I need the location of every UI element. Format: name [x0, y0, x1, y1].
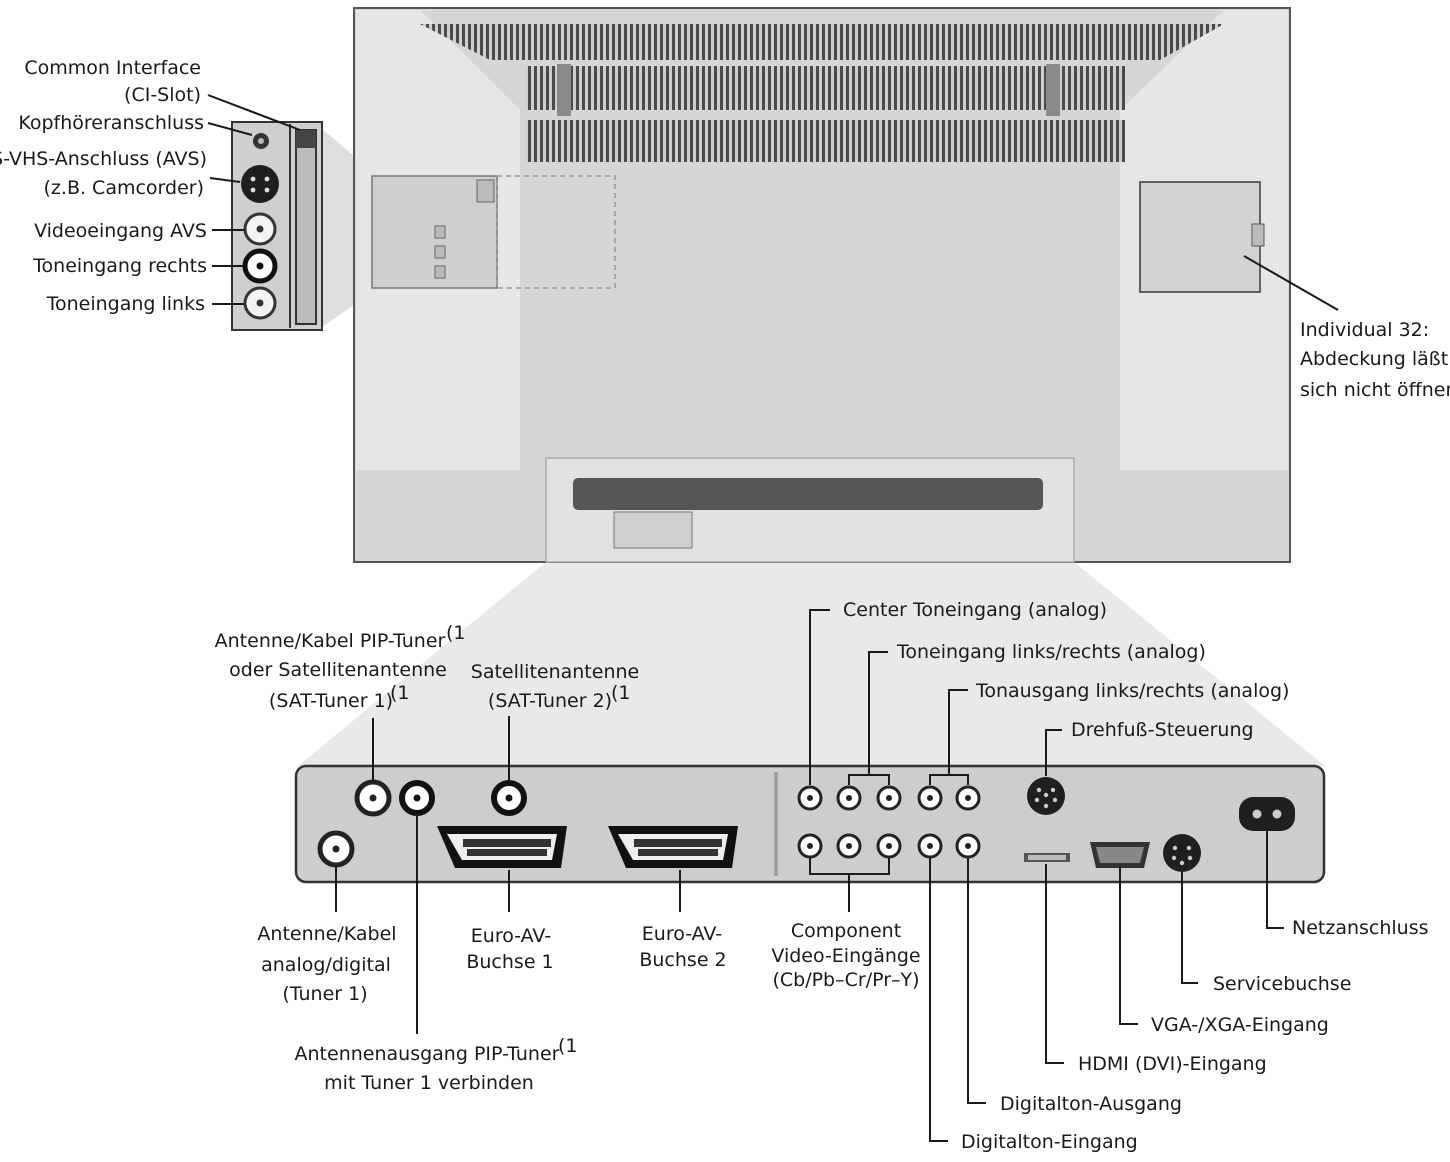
- label-audio-left: Toneingang links: [46, 293, 205, 315]
- top-vent-grille: [420, 24, 1224, 60]
- label-euro1-line2: Buchse 1: [466, 951, 553, 973]
- label-ant-line3: (Tuner 1): [282, 983, 367, 1005]
- label-swivel: Drehfuß-Steuerung: [1071, 719, 1254, 741]
- bottom-leaders: [335, 609, 1284, 1142]
- power-socket: [1239, 797, 1295, 831]
- wall-mount-right: [1046, 64, 1060, 116]
- label-euro1-line1: Euro-AV-: [471, 925, 551, 947]
- bottom-connector-panel: [294, 764, 1326, 884]
- type-label-plate: [613, 511, 693, 549]
- mini-jack-b: [434, 245, 446, 259]
- tv-rear-housing: [298, 7, 1325, 766]
- label-cover-line3: sich nicht öffnen: [1300, 379, 1450, 401]
- footnote-sat2: (1: [611, 682, 631, 704]
- zoom-projection-bottom: [298, 562, 1325, 766]
- label-hdmi: HDMI (DVI)-Eingang: [1078, 1053, 1267, 1075]
- cover-latch: [1251, 223, 1265, 247]
- svhs-socket: [241, 165, 279, 203]
- upper-vent-grille: [525, 66, 1125, 110]
- bottom-labels: Antenne/Kabel PIP-Tuner (1 oder Satellit…: [215, 599, 1429, 1153]
- label-vga: VGA-/XGA-Eingang: [1151, 1014, 1329, 1036]
- label-service: Servicebuchse: [1213, 973, 1351, 995]
- label-euro2-line1: Euro-AV-: [642, 923, 722, 945]
- label-euro2-line2: Buchse 2: [639, 949, 726, 971]
- label-ci-line2: (CI-Slot): [124, 84, 201, 106]
- label-headphone: Kopfhöreranschluss: [18, 112, 204, 134]
- ci-slot-eject: [296, 130, 316, 148]
- label-svhs-line1: S-VHS-Anschluss (AVS): [0, 148, 207, 170]
- label-audio-in-lr: Toneingang links/rechts (analog): [896, 641, 1206, 663]
- label-audio-right: Toneingang rechts: [32, 255, 207, 277]
- label-digi-out: Digitalton-Ausgang: [1000, 1093, 1182, 1115]
- service-socket: [1163, 834, 1201, 872]
- label-pip-line1: Antenne/Kabel PIP-Tuner: [215, 630, 446, 652]
- side-connector-panel: [231, 121, 323, 331]
- label-pip-line2: oder Satellitenantenne: [229, 659, 447, 681]
- label-digi-in: Digitalton-Eingang: [961, 1131, 1138, 1153]
- side-leaders: [207, 94, 1339, 311]
- bottom-connector-strip: [573, 478, 1043, 510]
- cover-plate: [1139, 181, 1261, 293]
- label-pipout-line1: Antennenausgang PIP-Tuner: [295, 1043, 560, 1065]
- mini-jack-a: [434, 225, 446, 239]
- label-cover-line2: Abdeckung läßt: [1300, 348, 1448, 370]
- label-ci-line1: Common Interface: [24, 57, 201, 79]
- label-video-avs: Videoeingang AVS: [34, 220, 207, 242]
- label-cover-line1: Individual 32:: [1300, 319, 1429, 341]
- label-ant-line2: analog/digital: [261, 954, 391, 976]
- mini-jack-c: [434, 265, 446, 279]
- label-comp-line1: Component: [791, 920, 901, 942]
- label-power: Netzanschluss: [1292, 917, 1429, 939]
- footnote-pip: (1: [446, 622, 466, 644]
- ci-slot: [295, 129, 317, 325]
- label-comp-line3: (Cb/Pb–Cr/Pr–Y): [772, 969, 919, 991]
- ci-slot-mini: [476, 179, 495, 203]
- label-audio-out-lr: Tonausgang links/rechts (analog): [975, 680, 1289, 702]
- label-sat2-line1: Satellitenantenne: [471, 661, 639, 683]
- label-sat2-line2: (SAT-Tuner 2): [488, 690, 612, 712]
- side-recess-outline: [496, 175, 616, 289]
- label-comp-line2: Video-Eingänge: [771, 945, 920, 967]
- label-svhs-line2: (z.B. Camcorder): [44, 177, 204, 199]
- label-ant-line1: Antenne/Kabel: [257, 923, 396, 945]
- footnote-sat1: (1: [390, 682, 410, 704]
- wall-mount-left: [557, 64, 571, 116]
- lower-vent-grille: [525, 120, 1125, 162]
- label-pip-line3: (SAT-Tuner 1): [269, 690, 393, 712]
- label-center-audio: Center Toneingang (analog): [843, 599, 1107, 621]
- side-labels: Common Interface (CI-Slot) Kopfhöreransc…: [0, 57, 1450, 401]
- label-pipout-line2: mit Tuner 1 verbinden: [324, 1072, 534, 1094]
- footnote-pipout: (1: [558, 1035, 578, 1057]
